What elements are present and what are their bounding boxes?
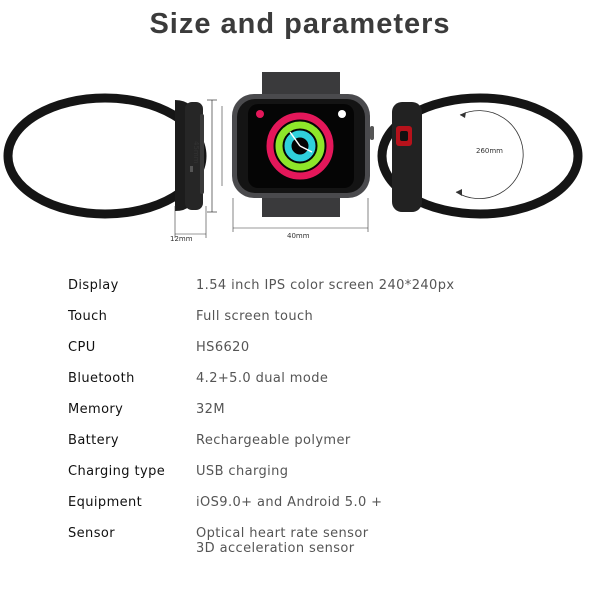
spec-value-secondary: 3D acceleration sensor <box>196 541 355 556</box>
spec-row: Display 1.54 inch IPS color screen 240*2… <box>68 278 588 298</box>
front-watch <box>232 72 374 217</box>
strap-dimension-label: 260mm <box>476 147 503 155</box>
right-back-watch <box>377 93 583 219</box>
watch-diagram <box>3 72 583 238</box>
page-title: Size and parameters <box>149 8 451 40</box>
spec-row: Battery Rechargeable polymer <box>68 433 588 453</box>
spec-row: Touch Full screen touch <box>68 309 588 329</box>
spec-label: Memory <box>68 402 124 417</box>
spec-value: Rechargeable polymer <box>196 433 351 448</box>
product-illustration: 45mm 12mm 40mm 260mm <box>0 66 600 256</box>
spec-row: Bluetooth 4.2+5.0 dual mode <box>68 371 588 391</box>
spec-value: Optical heart rate sensor <box>196 526 369 541</box>
spec-value: iOS9.0+ and Android 5.0 + <box>196 495 383 510</box>
width-dimension-label: 40mm <box>287 232 310 240</box>
spec-label: Bluetooth <box>68 371 135 386</box>
spec-row: Equipment iOS9.0+ and Android 5.0 + <box>68 495 588 515</box>
height-dimension-label: 45mm <box>192 141 200 164</box>
spec-value: USB charging <box>196 464 289 479</box>
spec-value: 4.2+5.0 dual mode <box>196 371 329 386</box>
spec-label: Equipment <box>68 495 143 510</box>
depth-dimension-label: 12mm <box>170 235 193 243</box>
left-side-watch <box>3 93 207 219</box>
spec-row: CPU HS6620 <box>68 340 588 360</box>
spec-value: 1.54 inch IPS color screen 240*240px <box>196 278 455 293</box>
spec-value: 32M <box>196 402 225 417</box>
spec-label: Touch <box>68 309 108 324</box>
spec-label: Battery <box>68 433 119 448</box>
spec-label: CPU <box>68 340 96 355</box>
spec-row: Sensor Optical heart rate sensor 3D acce… <box>68 526 588 560</box>
spec-row: Charging type USB charging <box>68 464 588 484</box>
spec-value: HS6620 <box>196 340 250 355</box>
spec-value: Full screen touch <box>196 309 314 324</box>
spec-label: Charging type <box>68 464 166 479</box>
spec-label: Display <box>68 278 119 293</box>
spec-label: Sensor <box>68 526 115 541</box>
spec-row: Memory 32M <box>68 402 588 422</box>
